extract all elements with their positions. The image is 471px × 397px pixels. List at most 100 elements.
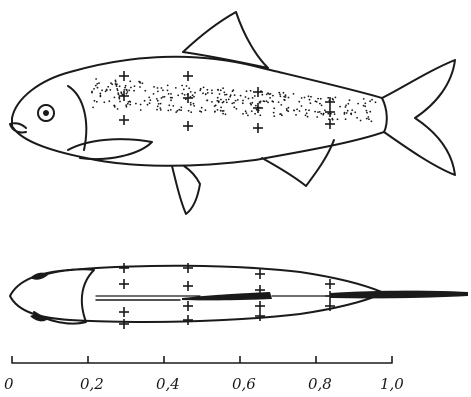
stipple-dot — [149, 99, 151, 101]
stipple-dot — [363, 105, 365, 107]
stipple-dot — [347, 110, 349, 112]
stipple-dot — [316, 101, 318, 103]
stipple-dot — [159, 107, 161, 109]
stipple-dot — [97, 87, 99, 89]
stipple-dot — [310, 96, 312, 98]
head-operculum-line — [68, 86, 86, 150]
stipple-dot — [207, 92, 209, 94]
stipple-dot — [319, 103, 321, 105]
stipple-dot — [296, 108, 298, 110]
stipple-dot — [366, 110, 368, 112]
stipple-dot — [308, 95, 310, 97]
stipple-dot — [170, 109, 172, 111]
stipple-dot — [193, 103, 195, 105]
scale-label-0-2: 0,2 — [80, 375, 104, 393]
stipple-dot — [190, 111, 192, 113]
stipple-dot — [157, 100, 159, 102]
stipple-dot — [237, 99, 239, 101]
stipple-dot — [190, 104, 192, 106]
stipple-dot — [288, 97, 290, 99]
stipple-dot — [233, 106, 235, 108]
side-point-10 — [325, 97, 335, 107]
top-point-2 — [119, 279, 129, 289]
side-point-9 — [253, 123, 263, 133]
stipple-dot — [371, 99, 373, 101]
stipple-dot — [254, 113, 256, 115]
stipple-dot — [351, 109, 353, 111]
top-point-1 — [119, 263, 129, 273]
stipple-dot — [223, 91, 225, 93]
stipple-dot — [368, 118, 370, 120]
stipple-dot — [217, 109, 219, 111]
stipple-dot — [168, 93, 170, 95]
stipple-dot — [261, 94, 263, 96]
stipple-dot — [119, 98, 121, 100]
stipple-dot — [283, 92, 285, 94]
stipple-dot — [229, 96, 231, 98]
stipple-dot — [334, 113, 336, 115]
stipple-dot — [345, 106, 347, 108]
top-body-outline — [10, 266, 384, 322]
scale-label-0: 0 — [4, 375, 14, 393]
stipple-dot — [369, 111, 371, 113]
stipple-dot — [170, 99, 172, 101]
stipple-dot — [222, 87, 224, 89]
stipple-dot — [226, 102, 228, 104]
stipple-dot — [129, 104, 131, 106]
stipple-dot — [217, 97, 219, 99]
length-scale: 0 0,2 0,4 0,6 0,8 1,0 — [4, 356, 404, 393]
stipple-dot — [101, 89, 103, 91]
stipple-dot — [273, 107, 275, 109]
top-point-14 — [325, 291, 335, 301]
stipple-dot — [327, 113, 329, 115]
stipple-dot — [124, 87, 126, 89]
stipple-dot — [350, 113, 352, 115]
stipple-dot — [147, 104, 149, 106]
stipple-dot — [310, 102, 312, 104]
stipple-dot — [188, 110, 190, 112]
stipple-dot — [177, 94, 179, 96]
stipple-dot — [367, 116, 369, 118]
stipple-dot — [345, 105, 347, 107]
stipple-dot — [288, 107, 290, 109]
stipple-dot — [220, 110, 222, 112]
stipple-dot — [100, 95, 102, 97]
stipple-dot — [306, 112, 308, 114]
stipple-dot — [309, 99, 311, 101]
stipple-dot — [164, 96, 166, 98]
stipple-dot — [240, 95, 242, 97]
stipple-dot — [219, 93, 221, 95]
stipple-dot — [317, 111, 319, 113]
stipple-dot — [242, 100, 244, 102]
stipple-dot — [157, 87, 159, 89]
stipple-dot — [301, 97, 303, 99]
stipple-dot — [127, 91, 129, 93]
stipple-dot — [356, 117, 358, 119]
stipple-dot — [117, 89, 119, 91]
stipple-dot — [245, 96, 247, 98]
stipple-dot — [220, 89, 222, 91]
stipple-dot — [214, 111, 216, 113]
side-point-1 — [119, 71, 129, 81]
stipple-dot — [95, 85, 97, 87]
stipple-dot — [133, 90, 135, 92]
stipple-dot — [222, 113, 224, 115]
stipple-dot — [183, 89, 185, 91]
stipple-dot — [298, 101, 300, 103]
side-point-3 — [119, 115, 129, 125]
top-point-6 — [183, 281, 193, 291]
stipple-dot — [214, 105, 216, 107]
stipple-dot — [172, 105, 174, 107]
stipple-dot — [223, 110, 225, 112]
scale-label-0-8: 0,8 — [308, 375, 332, 393]
stipple-dot — [252, 97, 254, 99]
stipple-dot — [248, 98, 250, 100]
stipple-dot — [115, 81, 117, 83]
stipple-dot — [193, 96, 195, 98]
stipple-dot — [170, 93, 172, 95]
stipple-dot — [250, 90, 252, 92]
stipple-dot — [375, 101, 377, 103]
stipple-dot — [317, 98, 319, 100]
